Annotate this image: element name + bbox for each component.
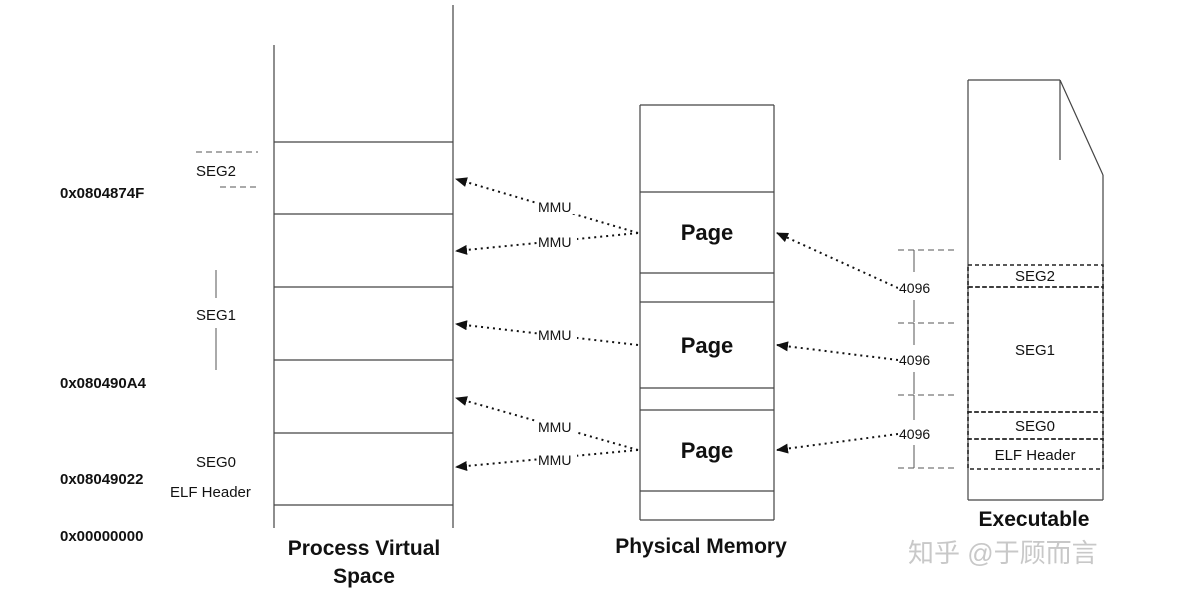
load-arrow-2 <box>776 341 899 361</box>
vm-label-elf-header: ELF Header <box>170 484 251 501</box>
load-arrow-3 <box>776 433 899 454</box>
physical-page-2: Page <box>681 333 734 358</box>
vm-label-seg1: SEG1 <box>196 307 236 324</box>
executable-folded-corner <box>1059 79 1104 176</box>
exe-seg1-box <box>967 286 1104 413</box>
executable-segments <box>967 264 1104 470</box>
mmu-label-1: MMU <box>538 199 571 215</box>
load-arrow-1 <box>776 232 899 289</box>
physical-page-3: Page <box>681 438 734 463</box>
load-arrows <box>776 232 899 454</box>
exe-seg0-box <box>967 411 1104 440</box>
title-physical-memory: Physical Memory <box>615 535 787 558</box>
exe-label-elf-header: ELF Header <box>995 447 1076 464</box>
mmu-arrow-4 <box>455 396 639 451</box>
title-executable: Executable <box>979 508 1090 531</box>
watermark: 知乎 @于顾而言 <box>908 538 1098 568</box>
vm-label-ticks <box>196 151 258 370</box>
address-base: 0x00000000 <box>60 528 143 545</box>
page-size-brackets <box>898 249 958 469</box>
address-seg1: 0x080490A4 <box>60 375 147 392</box>
address-seg2: 0x0804874F <box>60 185 144 202</box>
title-process-virtual-line1: Process Virtual <box>288 537 441 560</box>
title-process-virtual-line2: Space <box>333 565 395 588</box>
mmu-labels: MMU MMU MMU MMU MMU <box>537 198 577 468</box>
exe-elf-box <box>967 438 1104 470</box>
mmu-label-2: MMU <box>538 234 571 250</box>
page-size-3: 4096 <box>899 426 930 442</box>
page-size-labels: 4096 4096 4096 <box>898 279 938 442</box>
exe-label-seg2: SEG2 <box>1015 268 1055 285</box>
page-size-1: 4096 <box>899 280 930 296</box>
mmu-label-5: MMU <box>538 452 571 468</box>
process-virtual-space <box>273 5 454 528</box>
exe-label-seg0: SEG0 <box>1015 418 1055 435</box>
vm-label-seg2: SEG2 <box>196 163 236 180</box>
page-size-2: 4096 <box>899 352 930 368</box>
mmu-arrow-1 <box>455 177 639 234</box>
exe-label-seg1: SEG1 <box>1015 342 1055 359</box>
vm-label-seg0: SEG0 <box>196 454 236 471</box>
mmu-label-3: MMU <box>538 327 571 343</box>
address-seg0: 0x08049022 <box>60 471 143 488</box>
executable-file <box>967 79 1104 501</box>
physical-page-1: Page <box>681 220 734 245</box>
exe-seg2-box <box>967 264 1104 288</box>
mmu-label-4: MMU <box>538 419 571 435</box>
physical-memory <box>639 104 775 521</box>
